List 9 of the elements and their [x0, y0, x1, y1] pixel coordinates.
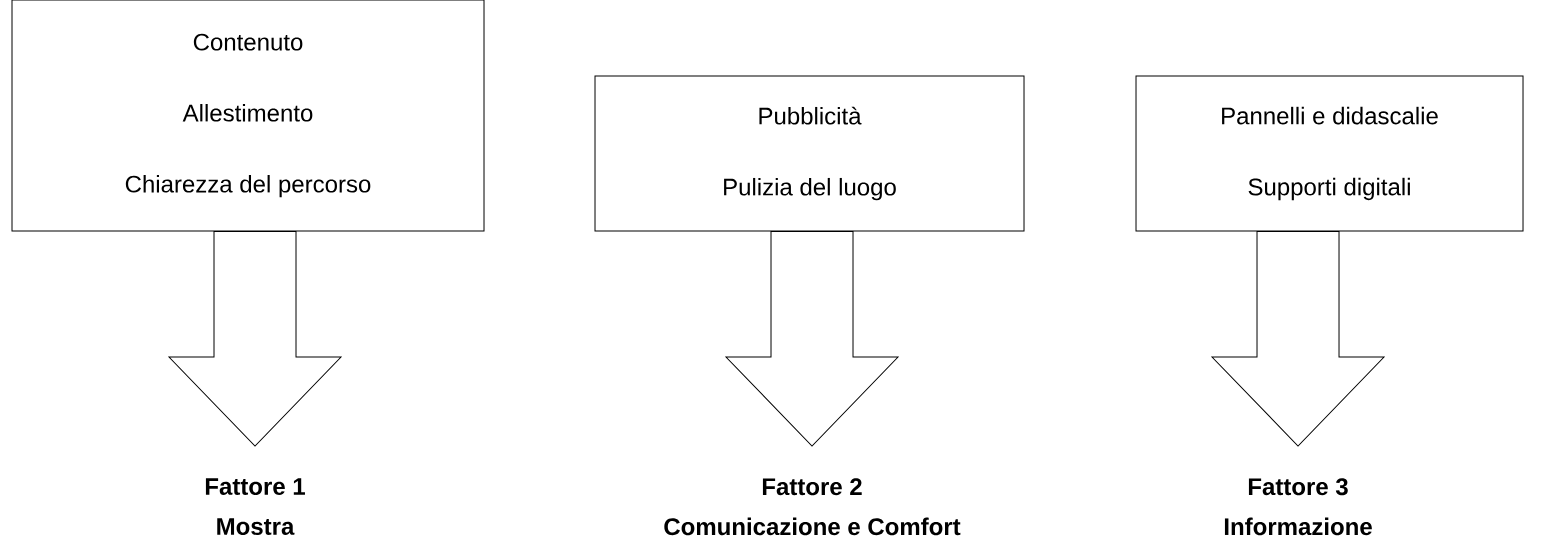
factor-label: Fattore 3 Informazione	[1224, 478, 1372, 536]
factor-label: Fattore 2 Comunicazione e Comfort	[664, 478, 961, 536]
block-arrow	[725, 231, 899, 447]
factor-label: Fattore 1 Mostra	[205, 478, 305, 535]
block-arrow	[168, 231, 342, 447]
block-arrow	[1211, 231, 1385, 447]
text-box: Pannelli e didascalie Supporti digitali	[1135, 75, 1524, 232]
text-box: Pubblicità Pulizia del luogo	[594, 75, 1025, 232]
text-box: Contenuto Allestimento Chiarezza del percorso	[11, 0, 485, 232]
